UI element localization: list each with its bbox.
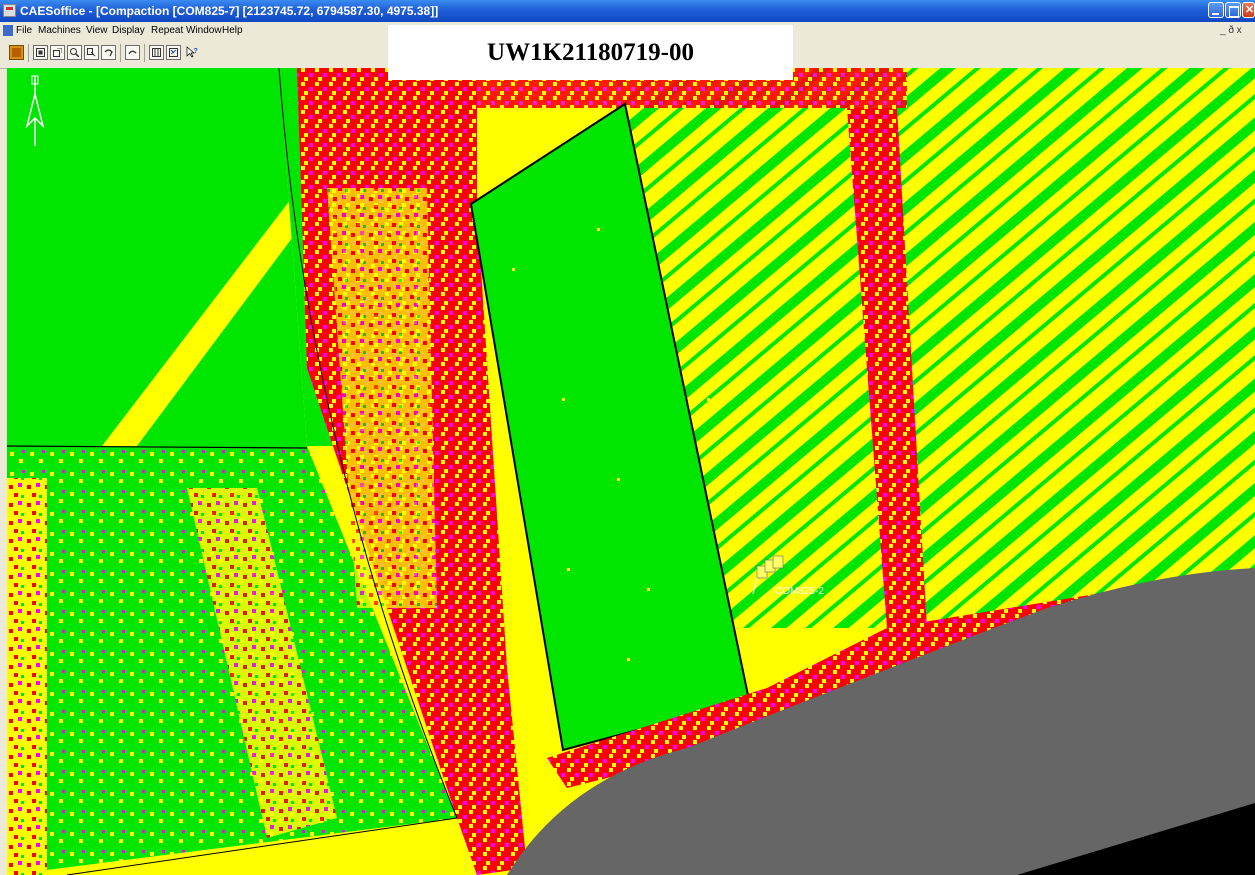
toolbar-separator — [144, 44, 145, 62]
machine-marker-icon[interactable] — [752, 555, 784, 595]
layers-icon — [152, 48, 161, 57]
maximize-button[interactable] — [1225, 2, 1241, 18]
compaction-map[interactable]: COM825-2 — [7, 68, 1255, 875]
title-bar[interactable]: CAESoffice - [Compaction [COM825-7] [212… — [0, 0, 1255, 22]
menu-view[interactable]: View — [86, 25, 108, 36]
machine-label: COM825-2 — [775, 586, 824, 597]
window-title: CAESoffice - [Compaction [COM825-7] [212… — [20, 4, 439, 18]
open-icon — [12, 48, 21, 57]
uncompacted-region — [507, 568, 1255, 875]
menu-window[interactable]: Window — [186, 25, 222, 36]
pan-button[interactable] — [84, 45, 99, 60]
boundary-line — [278, 68, 458, 819]
compaction-region-mixed — [187, 488, 337, 838]
north-arrow-icon — [25, 75, 45, 146]
properties-button[interactable] — [166, 45, 181, 60]
zoom-window-icon — [53, 48, 62, 57]
close-icon: ✕ — [1245, 4, 1255, 16]
properties-icon — [169, 48, 178, 57]
out-of-area-region — [1017, 803, 1255, 875]
project-id-label: UW1K21180719-00 — [388, 25, 793, 80]
redo-icon — [128, 50, 137, 55]
redo-button[interactable] — [125, 45, 140, 60]
compaction-region-green — [7, 68, 307, 446]
undo-view-icon — [104, 49, 113, 57]
compaction-region-striped — [617, 68, 1255, 628]
maximize-icon — [1229, 6, 1239, 17]
boundary-line — [66, 817, 458, 875]
document-icon[interactable] — [3, 25, 13, 36]
close-button[interactable]: ✕ — [1242, 2, 1255, 18]
boundary-line — [7, 445, 308, 449]
compaction-region-red — [847, 108, 927, 628]
compaction-region-mixed — [327, 188, 437, 608]
zoom-in-icon — [70, 48, 79, 57]
menu-display[interactable]: Display — [112, 25, 145, 36]
pan-icon — [87, 48, 96, 57]
toolbar-separator — [28, 44, 29, 62]
zoom-extents-icon — [36, 48, 45, 57]
open-button[interactable] — [9, 45, 24, 60]
menu-help[interactable]: Help — [222, 25, 243, 36]
pass-count-specks — [512, 228, 710, 661]
minimize-button[interactable] — [1208, 2, 1224, 18]
menu-machines[interactable]: Machines — [38, 25, 81, 36]
menu-repeat[interactable]: Repeat — [151, 25, 184, 36]
minimize-icon — [1212, 13, 1219, 15]
context-help-button[interactable]: ? — [185, 45, 200, 60]
compaction-region-mixed — [7, 478, 47, 875]
svg-text:?: ? — [194, 48, 198, 55]
layers-button[interactable] — [149, 45, 164, 60]
menu-file[interactable]: File — [16, 25, 33, 36]
compaction-region-yellow — [102, 178, 307, 446]
compaction-map-canvas[interactable]: COM825-2 — [7, 68, 1255, 875]
app-icon[interactable] — [3, 4, 16, 17]
zoom-extents-button[interactable] — [33, 45, 48, 60]
toolbar-separator — [120, 44, 121, 62]
undo-view-button[interactable] — [101, 45, 116, 60]
zoom-window-button[interactable] — [50, 45, 65, 60]
context-help-icon: ? — [186, 46, 198, 58]
mdi-window-controls[interactable]: _ ð x — [1220, 25, 1242, 36]
zoom-in-button[interactable] — [67, 45, 82, 60]
